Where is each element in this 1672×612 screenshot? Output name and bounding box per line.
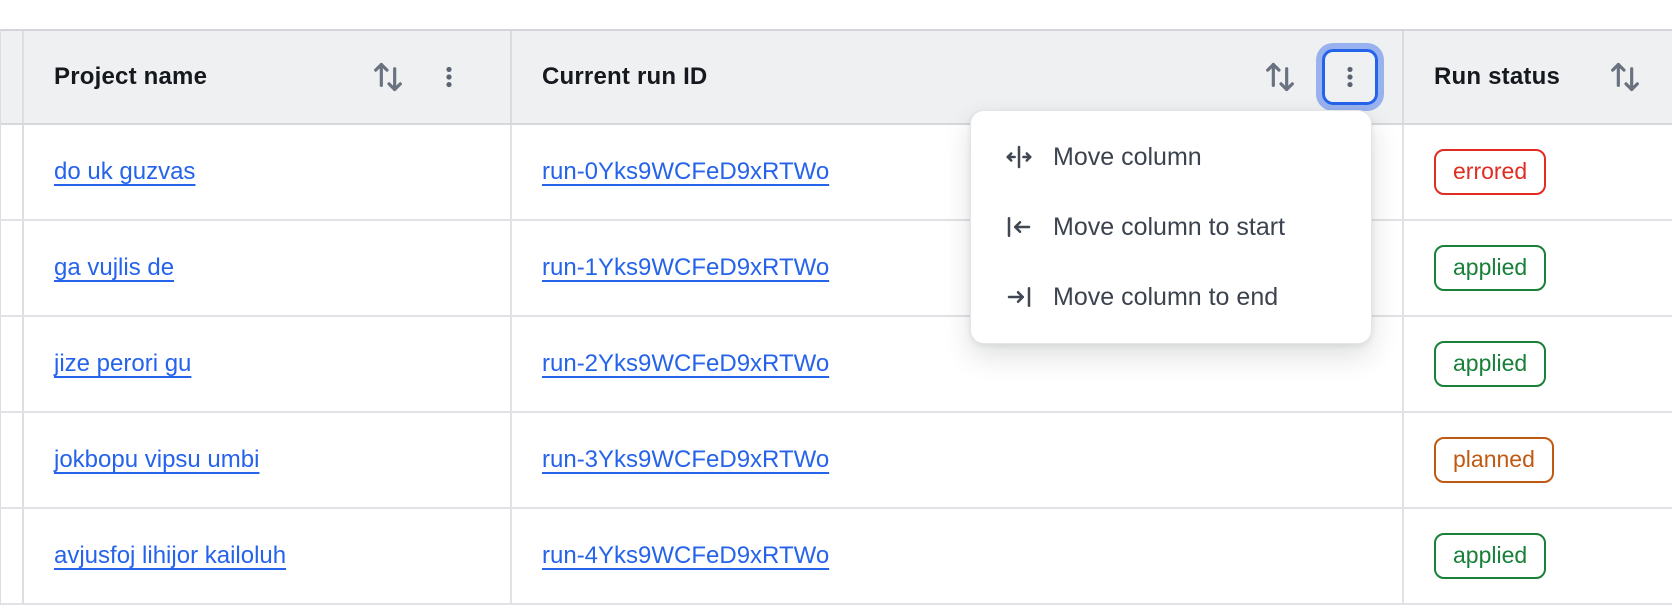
table-row: do uk guzvas run-0Yks9WCFeD9xRTWo errore… [1,125,1672,221]
run-id-link[interactable]: run-2Yks9WCFeD9xRTWo [542,350,830,377]
row-gutter-cell [1,221,24,315]
column-options-menu: Move column Move column to start Move co… [970,110,1372,344]
menu-item-label: Move column [1053,142,1202,171]
project-name-link[interactable]: avjusfoj lihijor kailoluh [54,542,287,569]
row-gutter-cell [1,317,24,411]
project-name-link[interactable]: jokbopu vipsu umbi [54,446,260,473]
table-row: jokbopu vipsu umbi run-3Yks9WCFeD9xRTWo … [1,413,1672,509]
run-status-cell: applied [1404,509,1672,603]
column-header-current-run-id: Current run ID [512,31,1404,123]
run-status-cell: planned [1404,413,1672,507]
status-badge: errored [1434,149,1547,195]
run-id-link[interactable]: run-3Yks9WCFeD9xRTWo [542,446,830,473]
current-run-id-cell: run-0Yks9WCFeD9xRTWo [512,125,1404,219]
project-name-cell: jokbopu vipsu umbi [24,413,512,507]
status-badge: applied [1434,341,1547,387]
row-gutter-cell [1,413,24,507]
current-run-id-cell: run-3Yks9WCFeD9xRTWo [512,413,1404,507]
status-badge: planned [1434,437,1554,483]
run-id-link[interactable]: run-4Yks9WCFeD9xRTWo [542,542,830,569]
move-column-to-end-icon [1003,281,1035,313]
project-name-link[interactable]: ga vujlis de [54,254,175,281]
column-header-run-status: Run status [1404,31,1672,123]
menu-item-label: Move column to end [1053,282,1279,311]
row-gutter-cell [1,509,24,603]
menu-item-label: Move column to start [1053,212,1286,241]
run-id-link[interactable]: run-0Yks9WCFeD9xRTWo [542,158,830,185]
run-status-cell: applied [1404,221,1672,315]
project-name-cell: ga vujlis de [24,221,512,315]
table-row: jize perori gu run-2Yks9WCFeD9xRTWo appl… [1,317,1672,413]
current-run-id-cell: run-2Yks9WCFeD9xRTWo [512,317,1404,411]
table-row: ga vujlis de run-1Yks9WCFeD9xRTWo applie… [1,221,1672,317]
kebab-menu-icon[interactable] [434,55,464,99]
current-run-id-cell: run-4Yks9WCFeD9xRTWo [512,509,1404,603]
column-label: Current run ID [542,63,708,90]
table-body: do uk guzvas run-0Yks9WCFeD9xRTWo errore… [1,125,1672,605]
run-status-cell: errored [1404,125,1672,219]
header-gutter-cell [1,31,24,123]
column-header-project-name: Project name [24,31,512,123]
kebab-menu-icon [1337,64,1363,90]
column-label: Project name [54,63,208,90]
projects-table: Project name Current run ID [0,29,1672,605]
project-name-cell: jize perori gu [24,317,512,411]
project-name-cell: avjusfoj lihijor kailoluh [24,509,512,603]
menu-item-move-column-to-end[interactable]: Move column to end [971,262,1371,332]
project-name-cell: do uk guzvas [24,125,512,219]
move-column-to-start-icon [1003,211,1035,243]
status-badge: applied [1434,245,1547,291]
table-header-row: Project name Current run ID [1,31,1672,125]
project-name-link[interactable]: jize perori gu [54,350,192,377]
project-name-link[interactable]: do uk guzvas [54,158,196,185]
table-row: avjusfoj lihijor kailoluh run-4Yks9WCFeD… [1,509,1672,605]
run-status-cell: applied [1404,317,1672,411]
sort-arrows-icon[interactable] [1258,55,1302,99]
sort-arrows-icon[interactable] [366,55,410,99]
row-gutter-cell [1,125,24,219]
status-badge: applied [1434,533,1547,579]
current-run-id-cell: run-1Yks9WCFeD9xRTWo [512,221,1404,315]
kebab-menu-button-focused[interactable] [1322,49,1378,105]
run-id-link[interactable]: run-1Yks9WCFeD9xRTWo [542,254,830,281]
sort-arrows-icon[interactable] [1603,55,1647,99]
column-label: Run status [1434,63,1561,90]
menu-item-move-column[interactable]: Move column [971,122,1371,192]
move-column-icon [1003,141,1035,173]
menu-item-move-column-to-start[interactable]: Move column to start [971,192,1371,262]
